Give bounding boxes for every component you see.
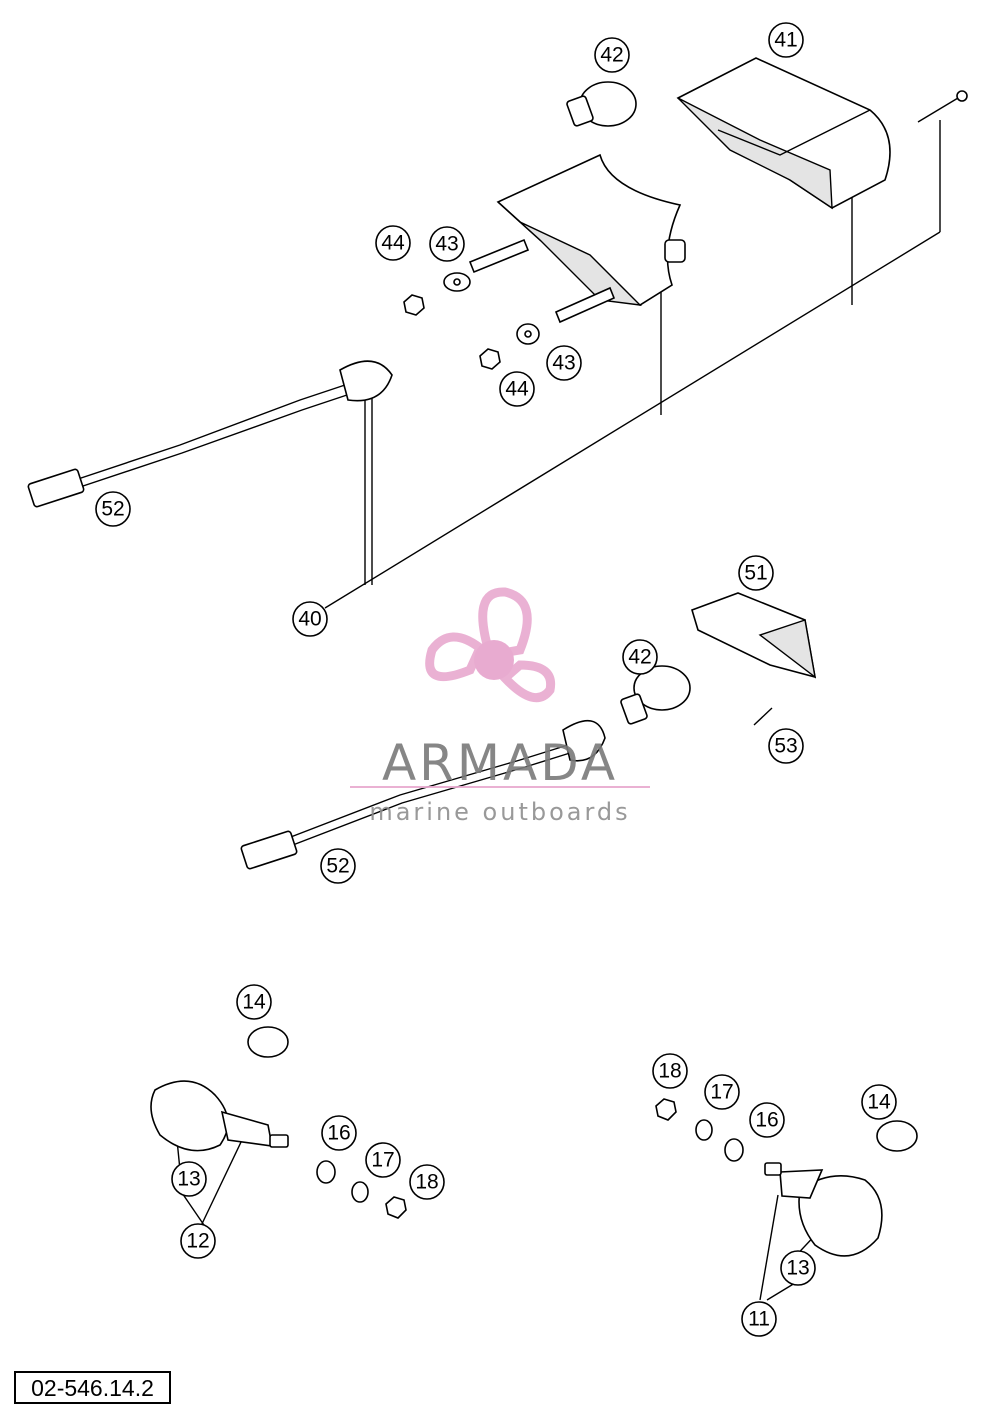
bulb-upper bbox=[566, 81, 637, 127]
callout-label: 51 bbox=[744, 562, 767, 585]
callout-14-right: 14 bbox=[861, 1084, 897, 1120]
mounting-studs bbox=[468, 238, 616, 324]
callout-42-upper: 42 bbox=[594, 37, 630, 73]
callout-label: 42 bbox=[600, 44, 623, 67]
callout-11: 11 bbox=[741, 1301, 777, 1337]
callout-label: 17 bbox=[371, 1149, 394, 1172]
watermark-tagline: marine outboards bbox=[369, 798, 630, 826]
callout-16-left: 16 bbox=[321, 1115, 357, 1151]
callout-43-upper: 43 bbox=[429, 226, 465, 262]
callout-label: 43 bbox=[435, 233, 458, 256]
callout-label: 16 bbox=[755, 1109, 778, 1132]
callout-51: 51 bbox=[738, 555, 774, 591]
callout-label: 52 bbox=[101, 498, 124, 521]
callout-43-lower: 43 bbox=[546, 345, 582, 381]
callout-label: 18 bbox=[658, 1060, 681, 1083]
callout-label: 53 bbox=[774, 735, 797, 758]
screw bbox=[917, 90, 968, 123]
callout-17-left: 17 bbox=[365, 1142, 401, 1178]
number-plate-light-housing bbox=[691, 592, 817, 679]
wiring-harness-lower bbox=[240, 720, 606, 870]
callout-label: 16 bbox=[327, 1122, 350, 1145]
callout-16-right: 16 bbox=[749, 1102, 785, 1138]
callout-label: 40 bbox=[298, 608, 321, 631]
document-number-box: 02-546.14.2 bbox=[14, 1371, 171, 1404]
callout-17-right: 17 bbox=[704, 1074, 740, 1110]
callout-40: 40 bbox=[292, 601, 328, 637]
turn-indicator-left bbox=[150, 1026, 407, 1219]
callout-label: 11 bbox=[748, 1308, 770, 1331]
callout-13-left: 13 bbox=[171, 1161, 207, 1197]
callout-label: 13 bbox=[177, 1168, 200, 1191]
callout-label: 44 bbox=[505, 378, 529, 401]
wiring-harness-upper bbox=[27, 360, 393, 508]
callout-53: 53 bbox=[768, 728, 804, 764]
callout-18-left: 18 bbox=[409, 1164, 445, 1200]
callout-label: 41 bbox=[774, 29, 797, 52]
callout-label: 14 bbox=[867, 1091, 891, 1114]
turn-indicator-right bbox=[655, 1098, 918, 1257]
document-number: 02-546.14.2 bbox=[31, 1375, 154, 1401]
callout-label: 14 bbox=[242, 991, 266, 1014]
watermark-logo: ARMADA marine outboards bbox=[350, 587, 650, 826]
callout-label: 43 bbox=[552, 352, 575, 375]
callout-label: 52 bbox=[326, 855, 349, 878]
callout-52-lower: 52 bbox=[320, 848, 356, 884]
bulb-lower bbox=[620, 665, 691, 725]
leader-lines bbox=[174, 120, 941, 1301]
watermark-brand: ARMADA bbox=[382, 734, 618, 792]
callout-12: 12 bbox=[180, 1223, 216, 1259]
callout-label: 13 bbox=[786, 1257, 809, 1280]
callout-label: 42 bbox=[628, 646, 651, 669]
tail-light-housing bbox=[496, 153, 686, 306]
callout-13-right: 13 bbox=[780, 1250, 816, 1286]
callout-label: 18 bbox=[415, 1171, 438, 1194]
callout-18-right: 18 bbox=[652, 1053, 688, 1089]
tail-light-lens bbox=[676, 57, 891, 210]
callout-41: 41 bbox=[768, 22, 804, 58]
callout-label: 12 bbox=[186, 1230, 209, 1253]
washers-nuts-upper bbox=[403, 272, 540, 370]
callout-14-left: 14 bbox=[236, 984, 272, 1020]
callout-42-lower: 42 bbox=[622, 639, 658, 675]
small-screw bbox=[753, 707, 773, 726]
propeller-icon bbox=[425, 587, 556, 703]
callout-44-upper: 44 bbox=[375, 225, 411, 261]
callout-44-lower: 44 bbox=[499, 371, 535, 407]
callout-label: 44 bbox=[381, 232, 405, 255]
callout-52-upper: 52 bbox=[95, 491, 131, 527]
callout-label: 17 bbox=[710, 1081, 733, 1104]
